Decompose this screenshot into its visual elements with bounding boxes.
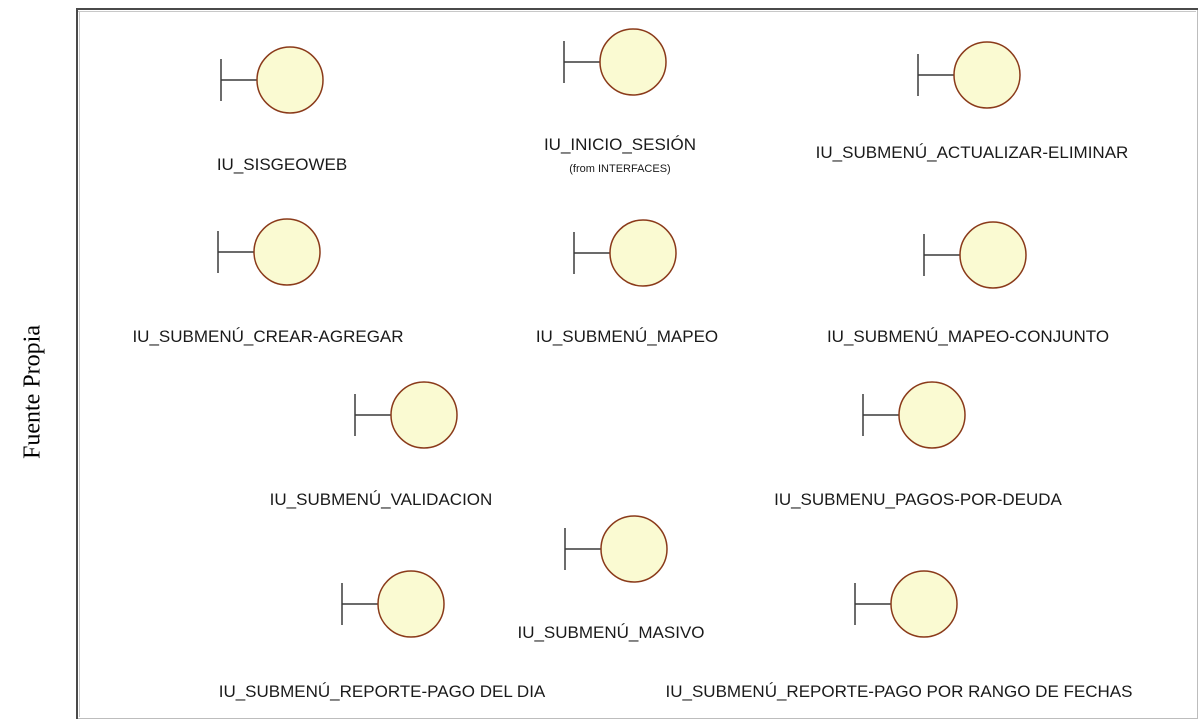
boundary-label: IU_SUBMENÚ_VALIDACION: [270, 490, 493, 509]
boundary-circle: [377, 570, 445, 638]
boundary-circle: [959, 221, 1027, 289]
boundary-label: IU_SUBMENÚ_ACTUALIZAR-ELIMINAR: [816, 143, 1129, 162]
frame-rule-left: [79, 11, 80, 717]
boundary-label: IU_SISGEOWEB: [217, 155, 347, 174]
boundary-label: IU_SUBMENÚ_REPORTE-PAGO DEL DIA: [219, 682, 546, 701]
boundary-label: IU_SUBMENÚ_REPORTE-PAGO POR RANGO DE FEC…: [666, 682, 1133, 701]
boundary-circle: [890, 570, 958, 638]
boundary-label: IU_SUBMENU_PAGOS-POR-DEUDA: [774, 490, 1062, 509]
boundary-circle: [390, 381, 458, 449]
boundary-circle: [256, 46, 324, 114]
boundary-circle: [600, 515, 668, 583]
boundary-circle: [898, 381, 966, 449]
boundary-reporte-pago-rango[interactable]: IU_SUBMENÚ_REPORTE-PAGO POR RANGO DE FEC…: [666, 570, 1133, 701]
boundary-mapeo[interactable]: IU_SUBMENÚ_MAPEO: [536, 219, 718, 346]
boundary-label: IU_SUBMENÚ_MAPEO-CONJUNTO: [827, 327, 1109, 346]
boundary-label: IU_SUBMENÚ_CREAR-AGREGAR: [132, 327, 403, 346]
boundary-crear-agregar[interactable]: IU_SUBMENÚ_CREAR-AGREGAR: [132, 218, 404, 346]
boundary-pagos-por-deuda[interactable]: IU_SUBMENU_PAGOS-POR-DEUDA: [774, 381, 1063, 509]
boundary-sublabel: (from INTERFACES): [569, 163, 670, 175]
boundary-validacion[interactable]: IU_SUBMENÚ_VALIDACION: [270, 381, 493, 509]
boundary-sisgeoweb[interactable]: IU_SISGEOWEB: [217, 46, 347, 174]
boundary-label: IU_INICIO_SESIÓN: [544, 135, 696, 154]
boundary-circle: [599, 28, 667, 96]
boundary-mapeo-conjunto[interactable]: IU_SUBMENÚ_MAPEO-CONJUNTO: [827, 221, 1109, 346]
boundary-circle: [253, 218, 321, 286]
boundary-label: IU_SUBMENÚ_MAPEO: [536, 327, 718, 346]
boundary-circle: [953, 41, 1021, 109]
boundary-actualizar-eliminar[interactable]: IU_SUBMENÚ_ACTUALIZAR-ELIMINAR: [816, 41, 1129, 162]
diagram-frame: [76, 8, 1198, 719]
boundary-label: IU_SUBMENÚ_MASIVO: [517, 623, 704, 642]
frame-rule-top: [78, 11, 1196, 12]
boundary-circle: [609, 219, 677, 287]
boundary-masivo[interactable]: IU_SUBMENÚ_MASIVO: [517, 515, 705, 642]
boundary-reporte-pago-dia[interactable]: IU_SUBMENÚ_REPORTE-PAGO DEL DIA: [219, 570, 546, 701]
boundary-inicio-sesion[interactable]: IU_INICIO_SESIÓN (from INTERFACES): [544, 28, 696, 175]
